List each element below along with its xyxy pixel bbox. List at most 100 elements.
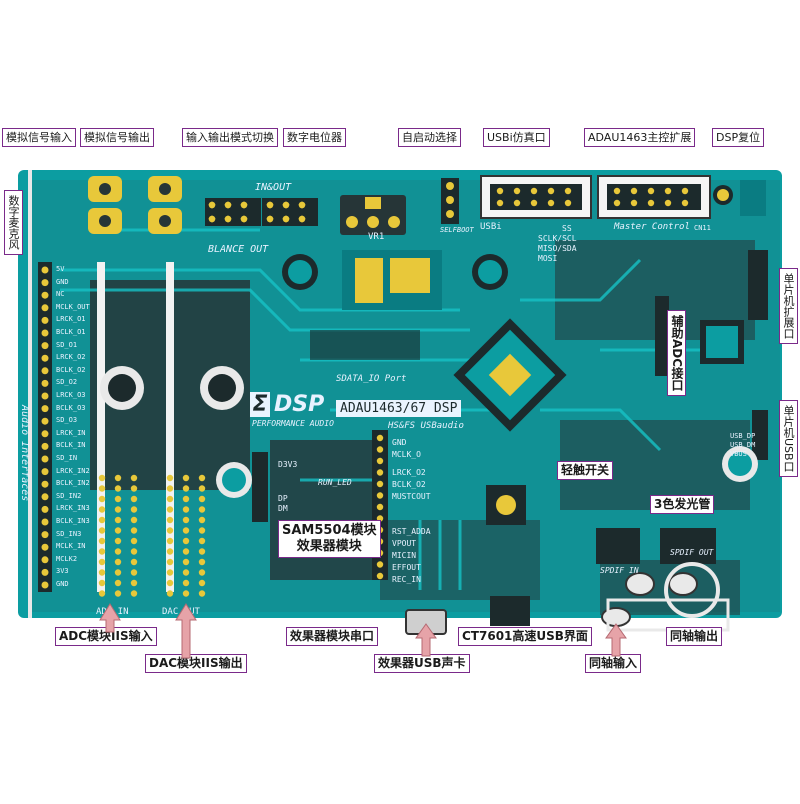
silk-run-led: RUN_LED <box>318 478 352 487</box>
left-pin-label: MCLK_IN <box>56 542 86 551</box>
solder-pad <box>224 215 232 223</box>
solder-pad <box>98 558 106 566</box>
solder-pad <box>613 187 621 195</box>
solder-pad <box>224 201 232 209</box>
adc-header-strip <box>97 262 105 592</box>
solder-pad <box>198 474 206 482</box>
solder-pad <box>630 187 638 195</box>
left-pin-label: SD_O3 <box>56 416 78 425</box>
label-fx-serial: 效果器模块串口 <box>286 627 379 646</box>
solder-pad <box>681 199 689 207</box>
left-pin-label: SD_IN3 <box>56 529 82 538</box>
solder-pad <box>98 516 106 524</box>
solder-pad <box>41 455 49 463</box>
label-sam-module: SAM5504模块 效果器模块 <box>278 520 381 558</box>
solder-pad <box>166 485 174 492</box>
solder-pad <box>182 527 190 534</box>
silk-master-control: Master Control <box>614 222 690 232</box>
solder-pad <box>376 492 384 499</box>
label-rgb-led: 3色发光管 <box>650 495 715 514</box>
dsp-logo-mark: Σ <box>250 392 270 417</box>
solder-pad <box>98 527 106 534</box>
left-pin-label: 3V3 <box>56 567 69 576</box>
solder-pad <box>130 527 138 534</box>
solder-pad <box>166 558 174 566</box>
solder-pad <box>130 569 138 576</box>
solder-pad <box>198 548 206 555</box>
left-pin-label: MCLK2 <box>56 554 78 563</box>
solder-pad <box>114 569 122 576</box>
label-usbi-emu: USBi仿真口 <box>483 128 550 147</box>
solder-pad <box>564 187 572 195</box>
silk-adc-in: ADC IN <box>96 607 129 617</box>
usb-connector-ct7601 <box>490 596 530 626</box>
silk-vr1: VR1 <box>368 232 385 242</box>
solder-pad <box>41 291 49 299</box>
left-pin-label: SD_O2 <box>56 378 78 387</box>
solder-pad <box>41 568 49 576</box>
solder-pad <box>41 430 49 438</box>
label-aux-adc: 辅助ADC接口 <box>667 310 686 397</box>
solder-pad <box>130 548 138 555</box>
left-pin-label: BCLK_IN3 <box>56 517 90 525</box>
silk-rst-adda: RST_ADDA <box>392 527 431 536</box>
solder-pad <box>613 199 621 207</box>
solder-pad <box>282 201 290 209</box>
solder-pad <box>166 537 174 545</box>
left-pin-label: BCLK_O2 <box>56 365 86 374</box>
solder-pad <box>664 199 672 207</box>
solder-pad <box>376 572 384 580</box>
solder-pad <box>98 569 106 576</box>
solder-pad <box>182 537 190 545</box>
solder-pad <box>41 266 49 274</box>
solder-pad <box>530 187 538 195</box>
silk-vbus: VBUS <box>730 450 747 458</box>
solder-pad <box>114 558 122 566</box>
solder-pad <box>98 548 106 555</box>
left-pin-label: MCLK_OUT <box>56 302 90 311</box>
solder-pad <box>647 187 655 195</box>
label-mcu-usb: 单片机USB口 <box>779 400 798 477</box>
left-pin-label: LRCK_IN3 <box>56 504 90 513</box>
solder-pad <box>41 354 49 362</box>
solder-pad <box>240 215 248 223</box>
label-coax-in: 同轴输入 <box>585 654 642 673</box>
left-pin-label: GND <box>56 277 69 286</box>
solder-pad <box>166 506 174 513</box>
solder-pad <box>41 329 49 337</box>
solder-pad <box>547 187 555 195</box>
silk-blance-out: BLANCE OUT <box>208 244 269 255</box>
solder-pad <box>41 531 49 539</box>
left-pin-label: 5V <box>56 265 65 273</box>
label-digital-mic: 数字麦克风 <box>4 190 23 255</box>
solder-pad <box>41 581 49 589</box>
label-analog-in: 模拟信号输入 <box>2 128 76 147</box>
silk-effout: EFFOUT <box>392 563 421 572</box>
silk-miso-sda: MISO/SDA <box>538 244 577 253</box>
solder-pad <box>496 187 504 195</box>
solder-pad <box>41 392 49 400</box>
solder-pad <box>114 548 122 555</box>
solder-pad <box>547 199 555 207</box>
solder-pad <box>114 516 122 524</box>
left-pin-label: BCLK_O1 <box>56 328 86 336</box>
label-adau-master: ADAU1463主控扩展 <box>584 128 696 147</box>
silk-sclk-scl: SCLK/SCL <box>538 234 577 243</box>
left-pin-label: BCLK_O3 <box>56 403 86 412</box>
silk-selfboot: SELFBOOT <box>440 226 474 234</box>
left-pin-label: SD_O1 <box>56 340 78 349</box>
solder-pad <box>376 469 384 476</box>
silk-dac-out: DAC OUT <box>162 607 200 617</box>
solder-pad <box>130 506 138 513</box>
silk-spdif-out: SPDIF OUT <box>670 548 714 557</box>
silk-mosi: MOSI <box>538 254 558 263</box>
solder-pad <box>198 516 206 524</box>
solder-pad <box>664 187 672 195</box>
solder-pad <box>114 474 122 482</box>
solder-pad <box>98 590 106 597</box>
solder-pad <box>41 442 49 450</box>
solder-pad <box>198 495 206 503</box>
solder-pad <box>41 367 49 375</box>
silk-bclk-o2: BCLK_O2 <box>392 480 426 489</box>
